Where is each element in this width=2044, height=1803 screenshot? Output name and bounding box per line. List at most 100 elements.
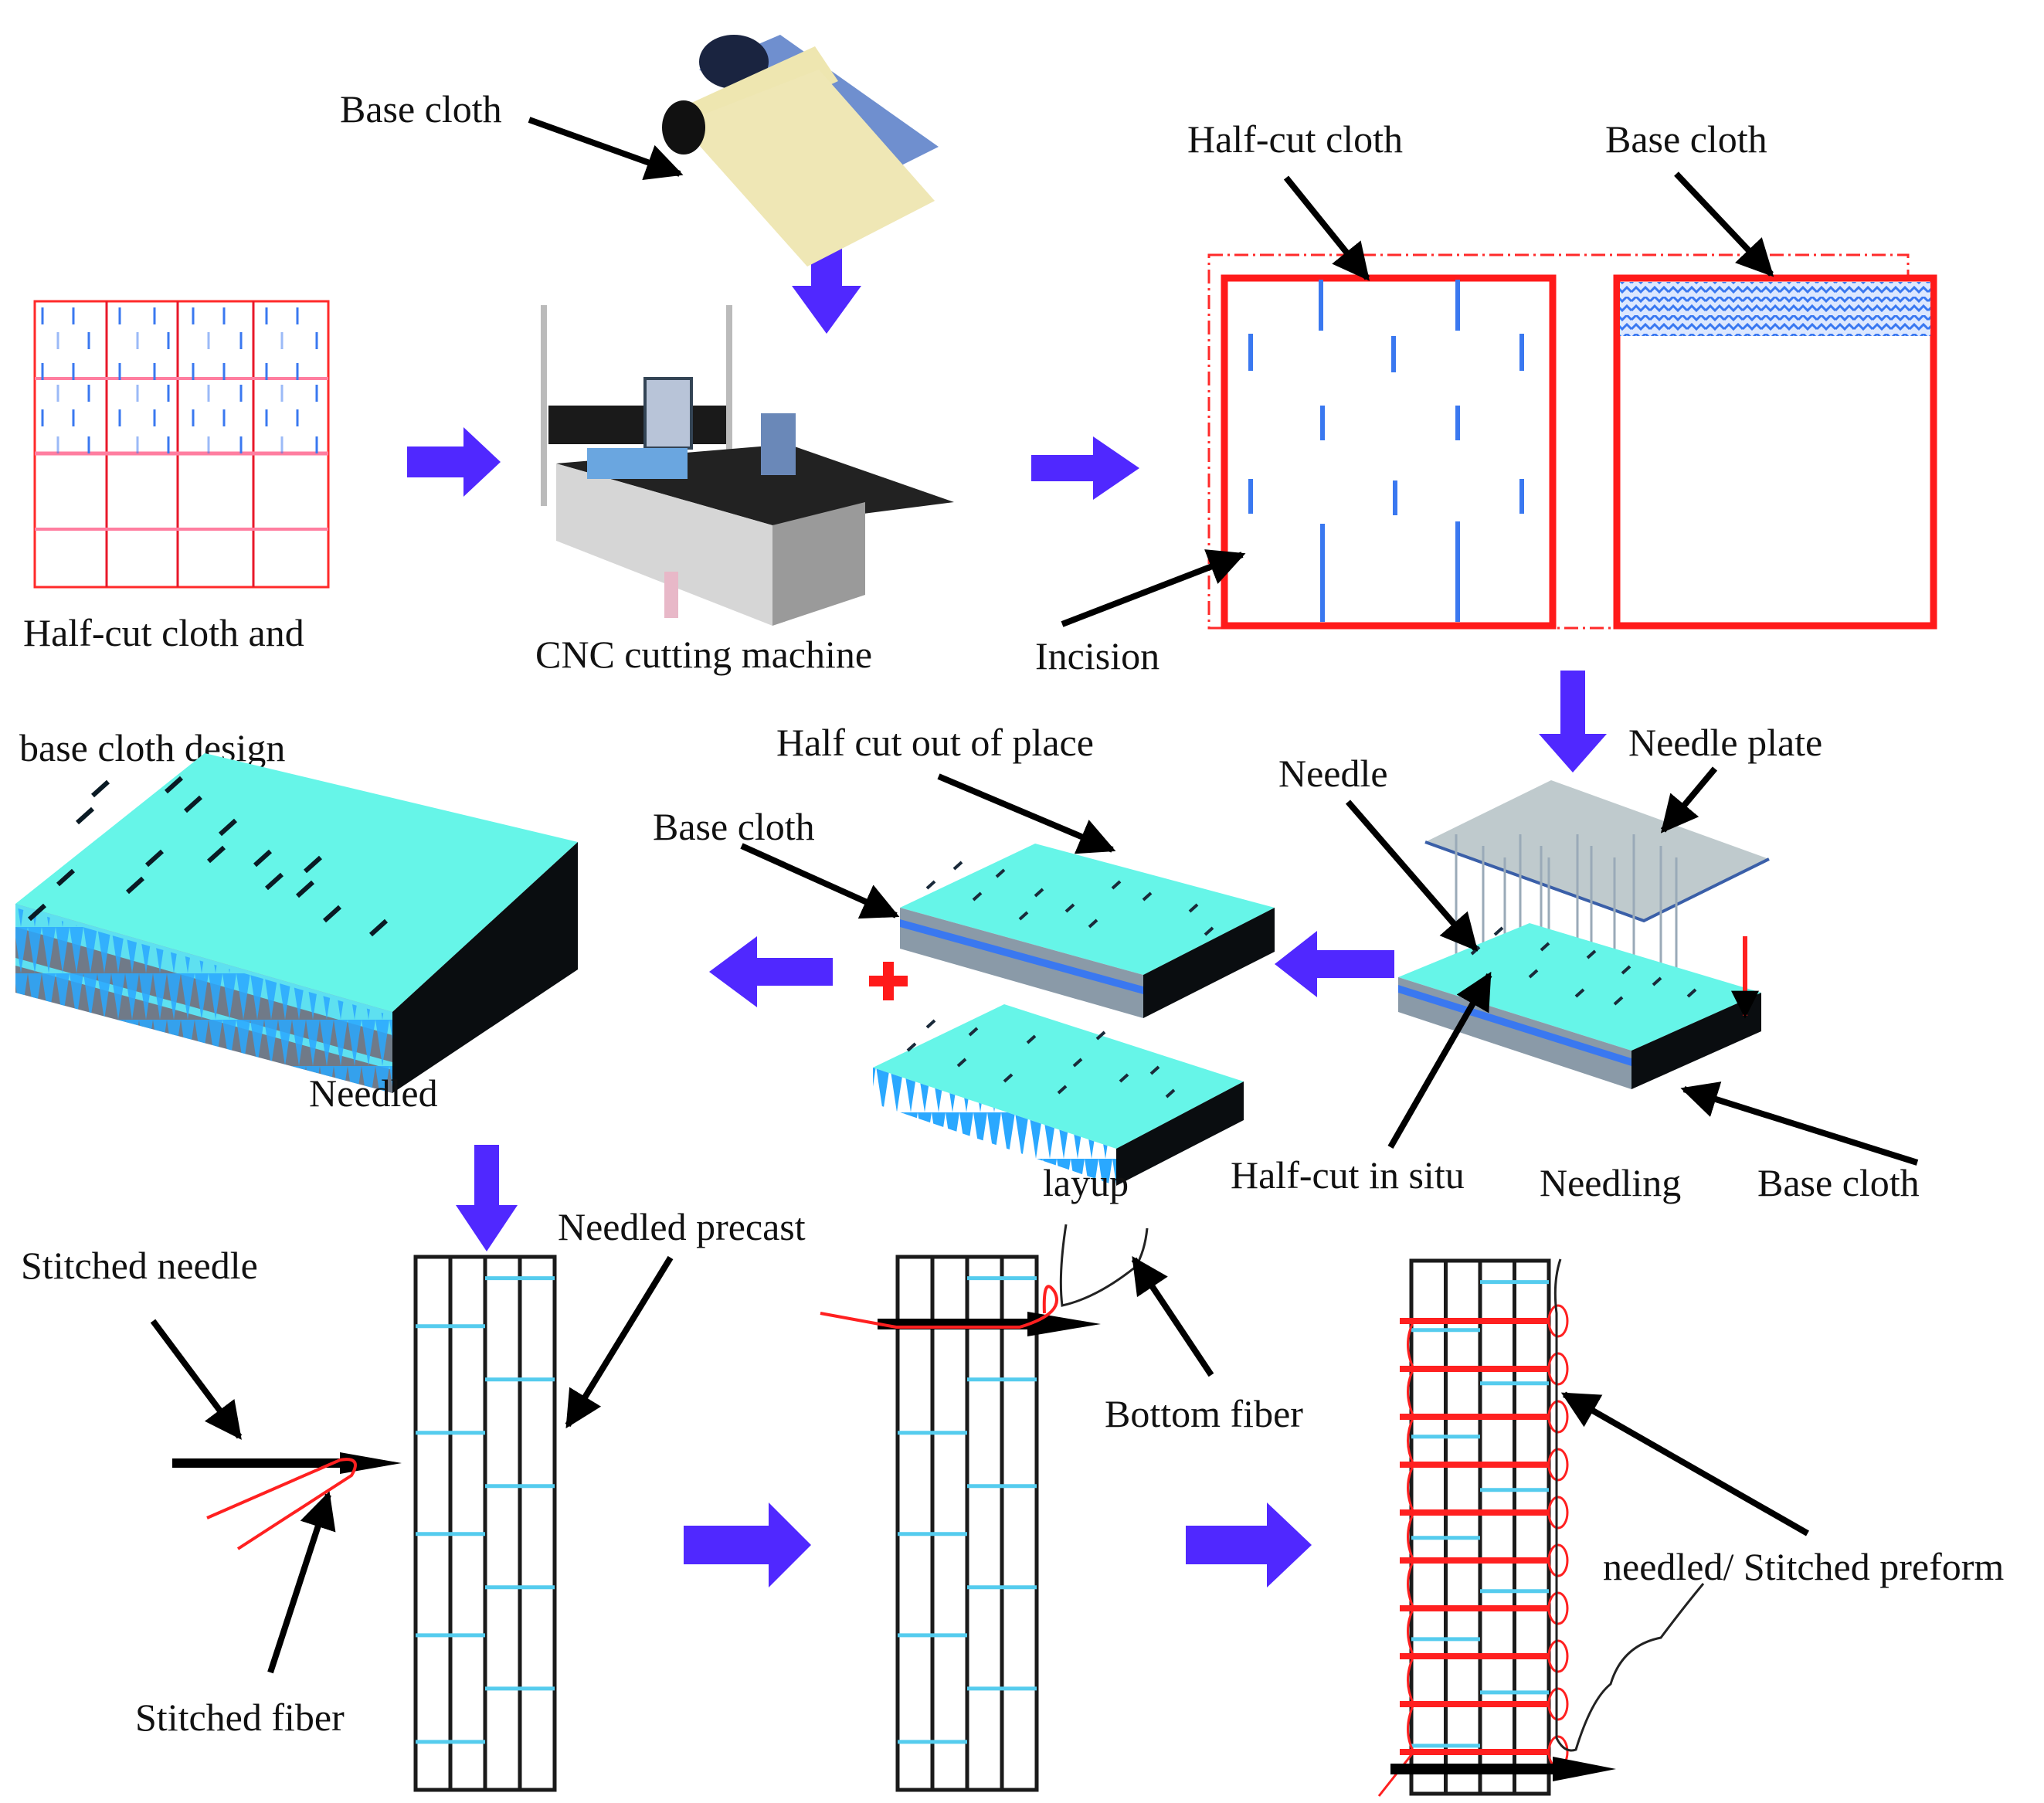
slit-mark xyxy=(218,818,238,837)
stitch-loop xyxy=(1547,1304,1569,1338)
slit-mark xyxy=(322,905,342,923)
arrow-right-cnc-to-panels xyxy=(1031,436,1139,500)
label-needled: Needled xyxy=(309,1071,438,1115)
pointer-needle xyxy=(1345,800,1479,952)
slit-mark xyxy=(1064,903,1075,913)
needled-block xyxy=(15,753,578,1093)
stitch-loop xyxy=(1547,1496,1569,1530)
cut-panels xyxy=(1207,253,1937,630)
arrow-down-panels-to-needling xyxy=(1539,671,1607,772)
slit-mark xyxy=(1095,1031,1106,1041)
slit-mark xyxy=(253,849,273,868)
half-cut-design-grid xyxy=(33,300,330,589)
red-plus-icon xyxy=(869,962,908,1000)
stitch-loop xyxy=(1547,1687,1569,1721)
slit-mark xyxy=(1528,969,1539,979)
slit-mark xyxy=(1540,942,1550,952)
slit-mark xyxy=(206,845,226,864)
arrow-right-design-to-cnc xyxy=(407,427,501,497)
slit-mark xyxy=(1034,888,1044,898)
slit-mark xyxy=(1111,880,1122,890)
pointer-half-cut-in-situ xyxy=(1387,971,1492,1149)
slit-mark xyxy=(1026,1034,1037,1044)
pointer-half-cut-out-of-place xyxy=(937,773,1116,854)
pointer-incision xyxy=(1061,549,1246,627)
pointer-bottom-fiber xyxy=(1131,1256,1214,1377)
slit-mark xyxy=(952,861,963,871)
slit-mark xyxy=(1072,1058,1083,1068)
slit-mark xyxy=(906,1042,917,1052)
pointer-needle-plate xyxy=(1660,766,1718,834)
pointer-base-cloth-panel xyxy=(1674,171,1774,277)
slit-mark xyxy=(1586,949,1597,959)
slit-mark xyxy=(968,1027,979,1037)
stitched-needle-icon xyxy=(172,1452,402,1550)
slit-mark xyxy=(1003,1073,1014,1083)
slit-mark xyxy=(925,1019,936,1029)
bottom-fiber-path xyxy=(1553,1258,1705,1752)
stitch-loop xyxy=(1547,1639,1569,1673)
stitch-loop xyxy=(1547,1352,1569,1386)
label-needle-plate: Needle plate xyxy=(1628,721,1822,764)
stitched-preform xyxy=(1377,1258,1705,1797)
label-bottom-fiber: Bottom fiber xyxy=(1105,1392,1303,1435)
base-cloth-weave xyxy=(1620,282,1930,336)
slit-mark xyxy=(925,880,936,890)
pointer-needled-stitched-preform xyxy=(1560,1391,1809,1536)
slit-mark xyxy=(1119,1073,1129,1083)
slit-mark xyxy=(1493,926,1504,936)
slit-mark xyxy=(1149,1065,1160,1075)
slit-mark xyxy=(1088,918,1098,929)
slit-mark xyxy=(995,868,1006,878)
stitched-fiber-path xyxy=(1377,1320,1415,1797)
slit-mark xyxy=(183,795,203,813)
label-needled-precast: Needled precast xyxy=(558,1205,806,1248)
slit-mark xyxy=(144,849,165,868)
label-base-cloth-layup: Base cloth xyxy=(653,805,815,848)
slit-mark xyxy=(1057,1085,1068,1095)
arrow-down-roll-to-cnc xyxy=(792,239,861,334)
slit-mark xyxy=(1613,996,1624,1006)
slit-mark xyxy=(27,903,47,922)
slit-mark xyxy=(125,876,145,895)
slit-mark xyxy=(972,891,983,902)
label-needled-stitched-preform: needled/ Stitched preform xyxy=(1603,1545,2004,1588)
flow-arrows xyxy=(407,239,1607,1587)
slit-mark xyxy=(295,880,315,898)
slit-mark xyxy=(1621,965,1631,975)
label-base-cloth-needling: Base cloth xyxy=(1757,1161,1920,1204)
label-half-cut-out-of-place: Half cut out of place xyxy=(776,721,1094,764)
slit-mark xyxy=(264,872,284,891)
stitching-in-progress xyxy=(895,1255,1039,1792)
pointer-stitched-fiber xyxy=(267,1491,336,1674)
label-half-cut-in-situ: Half-cut in situ xyxy=(1231,1153,1465,1197)
pointer-stitched-needle xyxy=(150,1319,243,1440)
pointer-base-cloth-needling xyxy=(1680,1081,1919,1166)
label-needling: Needling xyxy=(1540,1161,1681,1204)
pointer-half-cut-cloth-line xyxy=(1283,175,1370,281)
pointer-half-cut-cloth xyxy=(1129,178,1367,280)
slit-mark xyxy=(164,776,184,794)
label-incision: Incision xyxy=(1035,634,1160,677)
slit-mark xyxy=(56,868,76,887)
label-needle: Needle xyxy=(1278,752,1388,795)
arrow-left-needling-to-layup xyxy=(1275,931,1394,997)
arrow-down-needled-to-precast xyxy=(456,1145,518,1251)
cnc-machine-image xyxy=(541,305,954,626)
label-layup: layup xyxy=(1043,1161,1129,1204)
arrow-left-layup-to-needled xyxy=(709,936,833,1007)
slit-mark xyxy=(1165,1088,1176,1098)
stitch-loop xyxy=(1547,1400,1569,1434)
slit-mark xyxy=(1204,926,1214,936)
stitch-loop xyxy=(1547,1591,1569,1625)
pointer-base-cloth-roll xyxy=(528,117,684,180)
stitching-needle-icon xyxy=(820,1224,1149,1336)
layup-top-cloth xyxy=(900,844,1275,1018)
slit-mark xyxy=(90,779,110,798)
slit-mark xyxy=(368,918,389,937)
slit-mark xyxy=(1188,903,1199,913)
arrow-right-precast-to-stitch xyxy=(684,1502,811,1587)
needle-plate xyxy=(1424,780,1770,923)
slit-mark xyxy=(1574,988,1585,998)
